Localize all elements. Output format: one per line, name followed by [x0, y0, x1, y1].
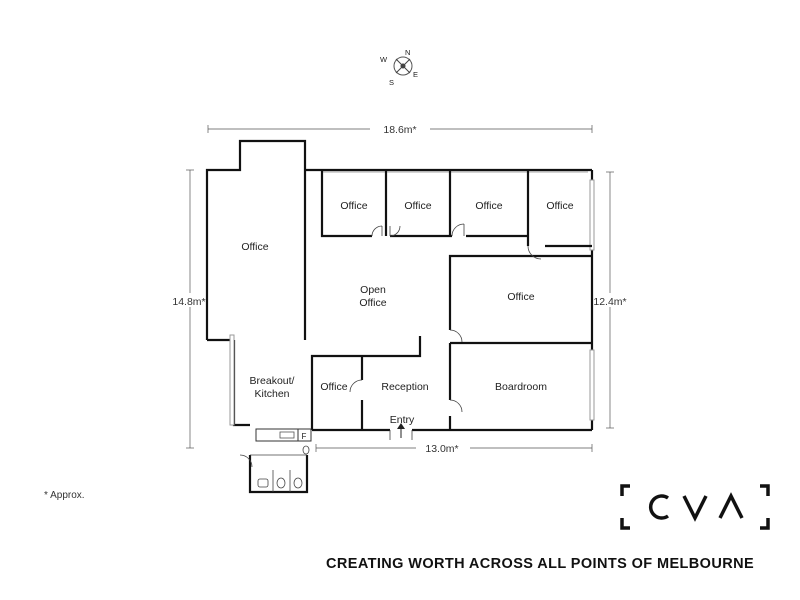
room-office-top-4: Office: [546, 200, 573, 212]
room-reception: Reception: [381, 381, 428, 393]
room-office-top-2: Office: [404, 200, 431, 212]
right-height-label: 12.4m*: [593, 296, 626, 308]
room-office-top-3: Office: [475, 200, 502, 212]
compass-n: N: [405, 48, 410, 57]
room-boardroom: Boardroom: [495, 381, 547, 393]
toilet-icon: [293, 477, 303, 489]
room-office-right: Office: [507, 291, 534, 303]
compass-w: W: [380, 55, 388, 64]
entry-label: Entry: [390, 414, 415, 426]
interior-walls: F: [255, 170, 592, 489]
room-breakout-line2: Kitchen: [254, 388, 289, 400]
doors: [239, 223, 542, 468]
room-breakout-line1: Breakout/: [250, 375, 295, 387]
compass-icon: N E S W: [380, 48, 418, 87]
brand-tagline: CREATING WORTH ACROSS ALL POINTS OF MELB…: [326, 556, 755, 572]
left-height-label: 14.8m*: [172, 296, 205, 308]
bottom-width-label: 13.0m*: [425, 443, 458, 455]
fridge-label: F: [302, 432, 307, 441]
dimension-lines: 18.6m* 14.8m* 12.4m* 13.0m*: [170, 121, 630, 455]
toilet-icon: [276, 477, 286, 489]
room-open-office-line2: Office: [359, 297, 386, 309]
cva-logo: [620, 484, 770, 530]
compass-e: E: [413, 70, 418, 79]
basin-icon: [257, 478, 269, 488]
room-office-large: Office: [241, 241, 268, 253]
room-labels: Office Office Office Office Office Open …: [241, 200, 573, 426]
room-office-top-1: Office: [340, 200, 367, 212]
toilet-icon: [302, 445, 310, 455]
room-office-small: Office: [320, 381, 347, 393]
outer-walls: [205, 139, 595, 494]
top-width-label: 18.6m*: [383, 124, 416, 136]
approx-footnote: * Approx.: [44, 490, 85, 501]
room-open-office-line1: Open: [360, 284, 386, 296]
compass-s: S: [389, 78, 394, 87]
